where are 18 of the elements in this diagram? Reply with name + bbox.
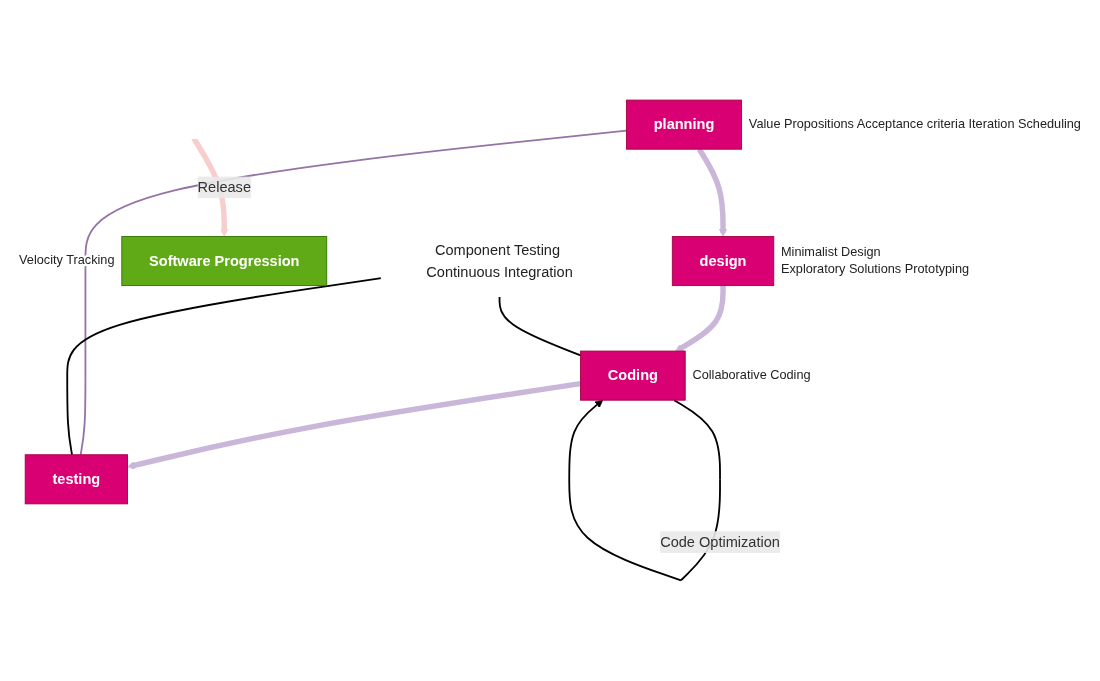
node-box: testing <box>24 454 128 505</box>
edge-label: Code Optimization <box>660 534 780 550</box>
node-text: Component Testing Continuous Integration <box>426 242 573 280</box>
node-caption: Exploratory Solutions Prototyping <box>781 260 970 276</box>
node-caption: Value Propositions Acceptance criteria Iteration Scheduling <box>748 116 1081 132</box>
arrow <box>675 285 726 352</box>
node-box: planning <box>625 99 743 150</box>
arrow <box>696 148 728 238</box>
node-caption: Minimalist Design <box>781 244 881 260</box>
connector <box>498 295 582 357</box>
connector <box>66 277 383 456</box>
node-box: Coding <box>580 350 686 401</box>
arrow <box>127 381 581 470</box>
node-box: design <box>671 236 775 287</box>
edge-label: Release <box>197 179 251 195</box>
node-caption: Collaborative Coding <box>692 367 811 383</box>
node-box: Software Progression <box>121 236 328 287</box>
connector <box>79 130 628 456</box>
